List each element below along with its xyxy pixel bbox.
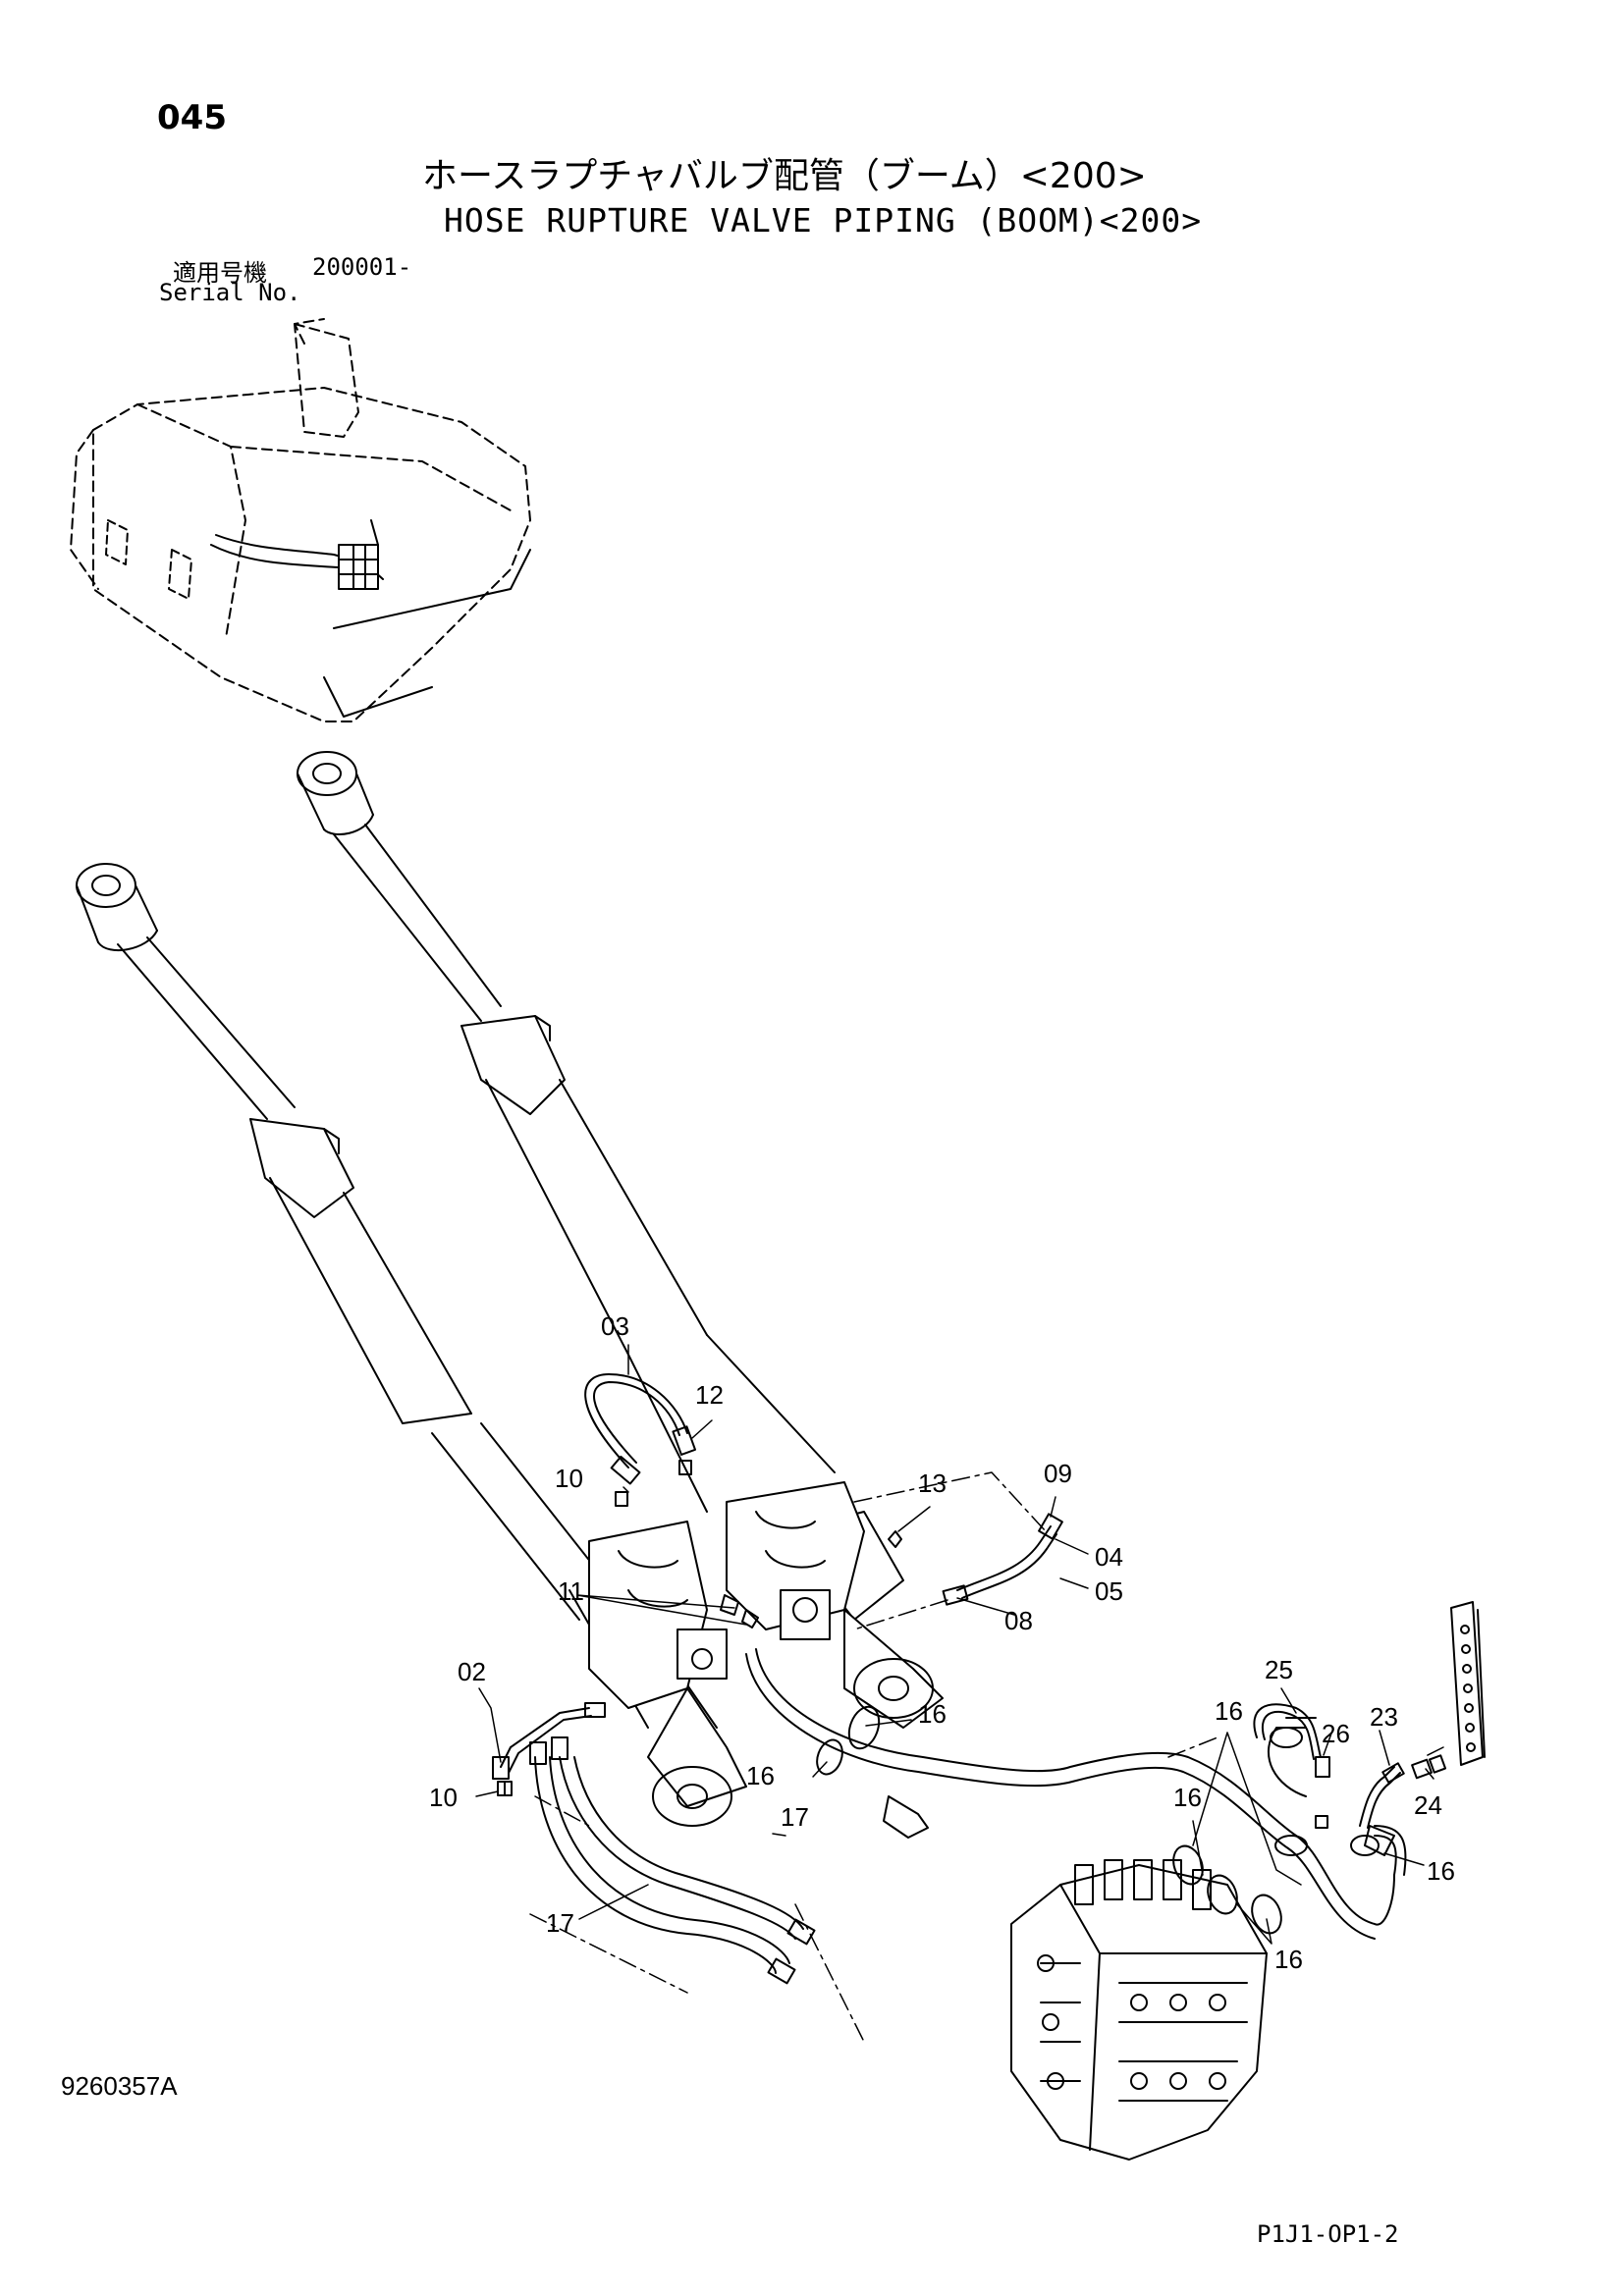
callout-13: 13 xyxy=(918,1468,947,1498)
reference-leader-lines xyxy=(529,1471,1444,2043)
callout-16-f: 16 xyxy=(1274,1945,1303,1974)
pilot-hose-route xyxy=(745,1648,1407,1940)
serial-label-japanese: 適用号機 xyxy=(173,259,267,287)
page-number: 045 xyxy=(157,98,227,137)
figure-number: 9260357A xyxy=(61,2071,178,2101)
fitting-24 xyxy=(1411,1754,1447,1780)
callout-08: 08 xyxy=(1004,1606,1033,1635)
callout-leaders xyxy=(475,1344,1435,1945)
callout-11: 11 xyxy=(558,1576,584,1606)
hose-02 xyxy=(492,1702,606,1780)
callout-17-a: 17 xyxy=(781,1802,809,1832)
small-fittings xyxy=(497,1460,1328,1829)
bracket xyxy=(1450,1601,1486,1766)
hose-03 xyxy=(584,1373,697,1485)
title-japanese: ホースラプチャバルブ配管（ブーム）<200> xyxy=(422,156,1147,196)
clamps-16 xyxy=(816,1705,1380,1935)
callout-16-e: 16 xyxy=(1427,1856,1455,1886)
boom-cylinder-right xyxy=(297,751,904,1621)
callout-16-b: 16 xyxy=(746,1761,775,1790)
callout-16-c: 16 xyxy=(1215,1696,1243,1726)
boom-cylinder-left xyxy=(76,863,718,1729)
callout-26: 26 xyxy=(1322,1719,1350,1748)
callout-12: 12 xyxy=(695,1380,724,1410)
hose-rupture-valves xyxy=(588,1481,944,1827)
callout-04: 04 xyxy=(1095,1542,1123,1572)
callout-16-d: 16 xyxy=(1173,1783,1202,1812)
callout-labels: 03 12 10 13 09 04 05 11 08 02 16 16 10 1… xyxy=(429,1311,1455,1974)
hose-04-05 xyxy=(942,1513,1063,1606)
callout-10-top: 10 xyxy=(555,1464,583,1493)
control-valve xyxy=(1010,1859,1268,2161)
callout-25: 25 xyxy=(1265,1655,1293,1684)
hoses-17 xyxy=(529,1736,816,1985)
callout-02: 02 xyxy=(458,1657,486,1686)
callout-24: 24 xyxy=(1414,1790,1442,1820)
callout-05: 05 xyxy=(1095,1576,1123,1606)
callout-03: 03 xyxy=(601,1311,629,1341)
hoses-25-23 xyxy=(1253,1703,1405,1829)
serial-value: 200001- xyxy=(312,253,412,281)
callout-10-bottom: 10 xyxy=(429,1783,458,1812)
callout-23: 23 xyxy=(1370,1702,1398,1732)
machine-overview-illustration xyxy=(70,318,531,722)
callout-16-a: 16 xyxy=(918,1699,947,1729)
callout-17-b: 17 xyxy=(546,1908,574,1938)
title-english: HOSE RUPTURE VALVE PIPING (BOOM)<200> xyxy=(444,201,1203,240)
callout-09: 09 xyxy=(1044,1459,1072,1488)
serial-label-english: Serial No. xyxy=(159,279,301,306)
page-code: P1J1-OP1-2 xyxy=(1257,2220,1399,2248)
